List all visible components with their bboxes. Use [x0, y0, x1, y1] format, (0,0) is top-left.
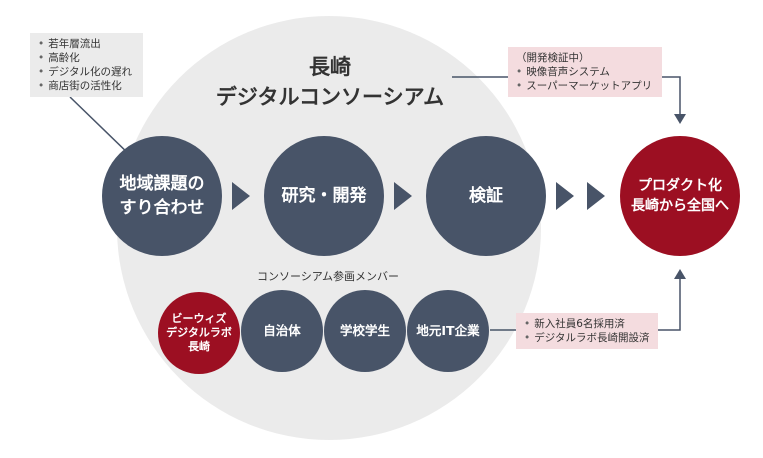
issue-item: •商店街の活性化	[38, 80, 122, 92]
consortium-title: 長崎 デジタルコンソーシアム	[200, 52, 460, 112]
chevron-right-icon	[394, 182, 412, 210]
issue-item: •デジタル化の遅れ	[38, 66, 132, 78]
arrow-down-icon	[674, 114, 686, 124]
title-line-1: 長崎	[309, 55, 351, 79]
member-node-students: 学校学生	[324, 290, 406, 372]
process-node-rnd: 研究・開発	[264, 136, 384, 256]
chevron-right-icon	[587, 182, 605, 210]
goal-node: プロダクト化長崎から全国へ	[620, 136, 740, 256]
result-item: •デジタルラボ長崎開設済	[524, 332, 650, 344]
verification-header: （開発検証中）	[516, 52, 590, 64]
member-node-beewiz: ビーウィズデジタルラボ長崎	[158, 292, 240, 374]
process-node-verification: 検証	[426, 136, 546, 256]
member-node-municipality: 自治体	[241, 290, 323, 372]
chevron-right-icon	[556, 182, 574, 210]
title-line-2: デジタルコンソーシアム	[215, 85, 445, 109]
issue-item: •若年層流出	[38, 38, 101, 50]
verification-item: •スーパーマーケットアプリ	[516, 80, 653, 92]
chevron-right-icon	[232, 182, 250, 210]
arrow-up-icon	[674, 269, 686, 279]
verification-box: （開発検証中） •映像音声システム •スーパーマーケットアプリ	[508, 47, 662, 97]
member-node-it-companies: 地元IT企業	[407, 290, 489, 372]
issue-item: •高齢化	[38, 52, 80, 64]
issues-box: •若年層流出 •高齢化 •デジタル化の遅れ •商店街の活性化	[30, 33, 143, 97]
members-label: コンソーシアム参画メンバー	[256, 270, 399, 283]
process-node-issues: 地域課題のすり合わせ	[102, 136, 222, 256]
result-item: •新入社員6名採用済	[524, 318, 625, 330]
verification-item: •映像音声システム	[516, 66, 610, 78]
results-box: •新入社員6名採用済 •デジタルラボ長崎開設済	[516, 313, 658, 349]
issues-connector	[69, 96, 134, 159]
